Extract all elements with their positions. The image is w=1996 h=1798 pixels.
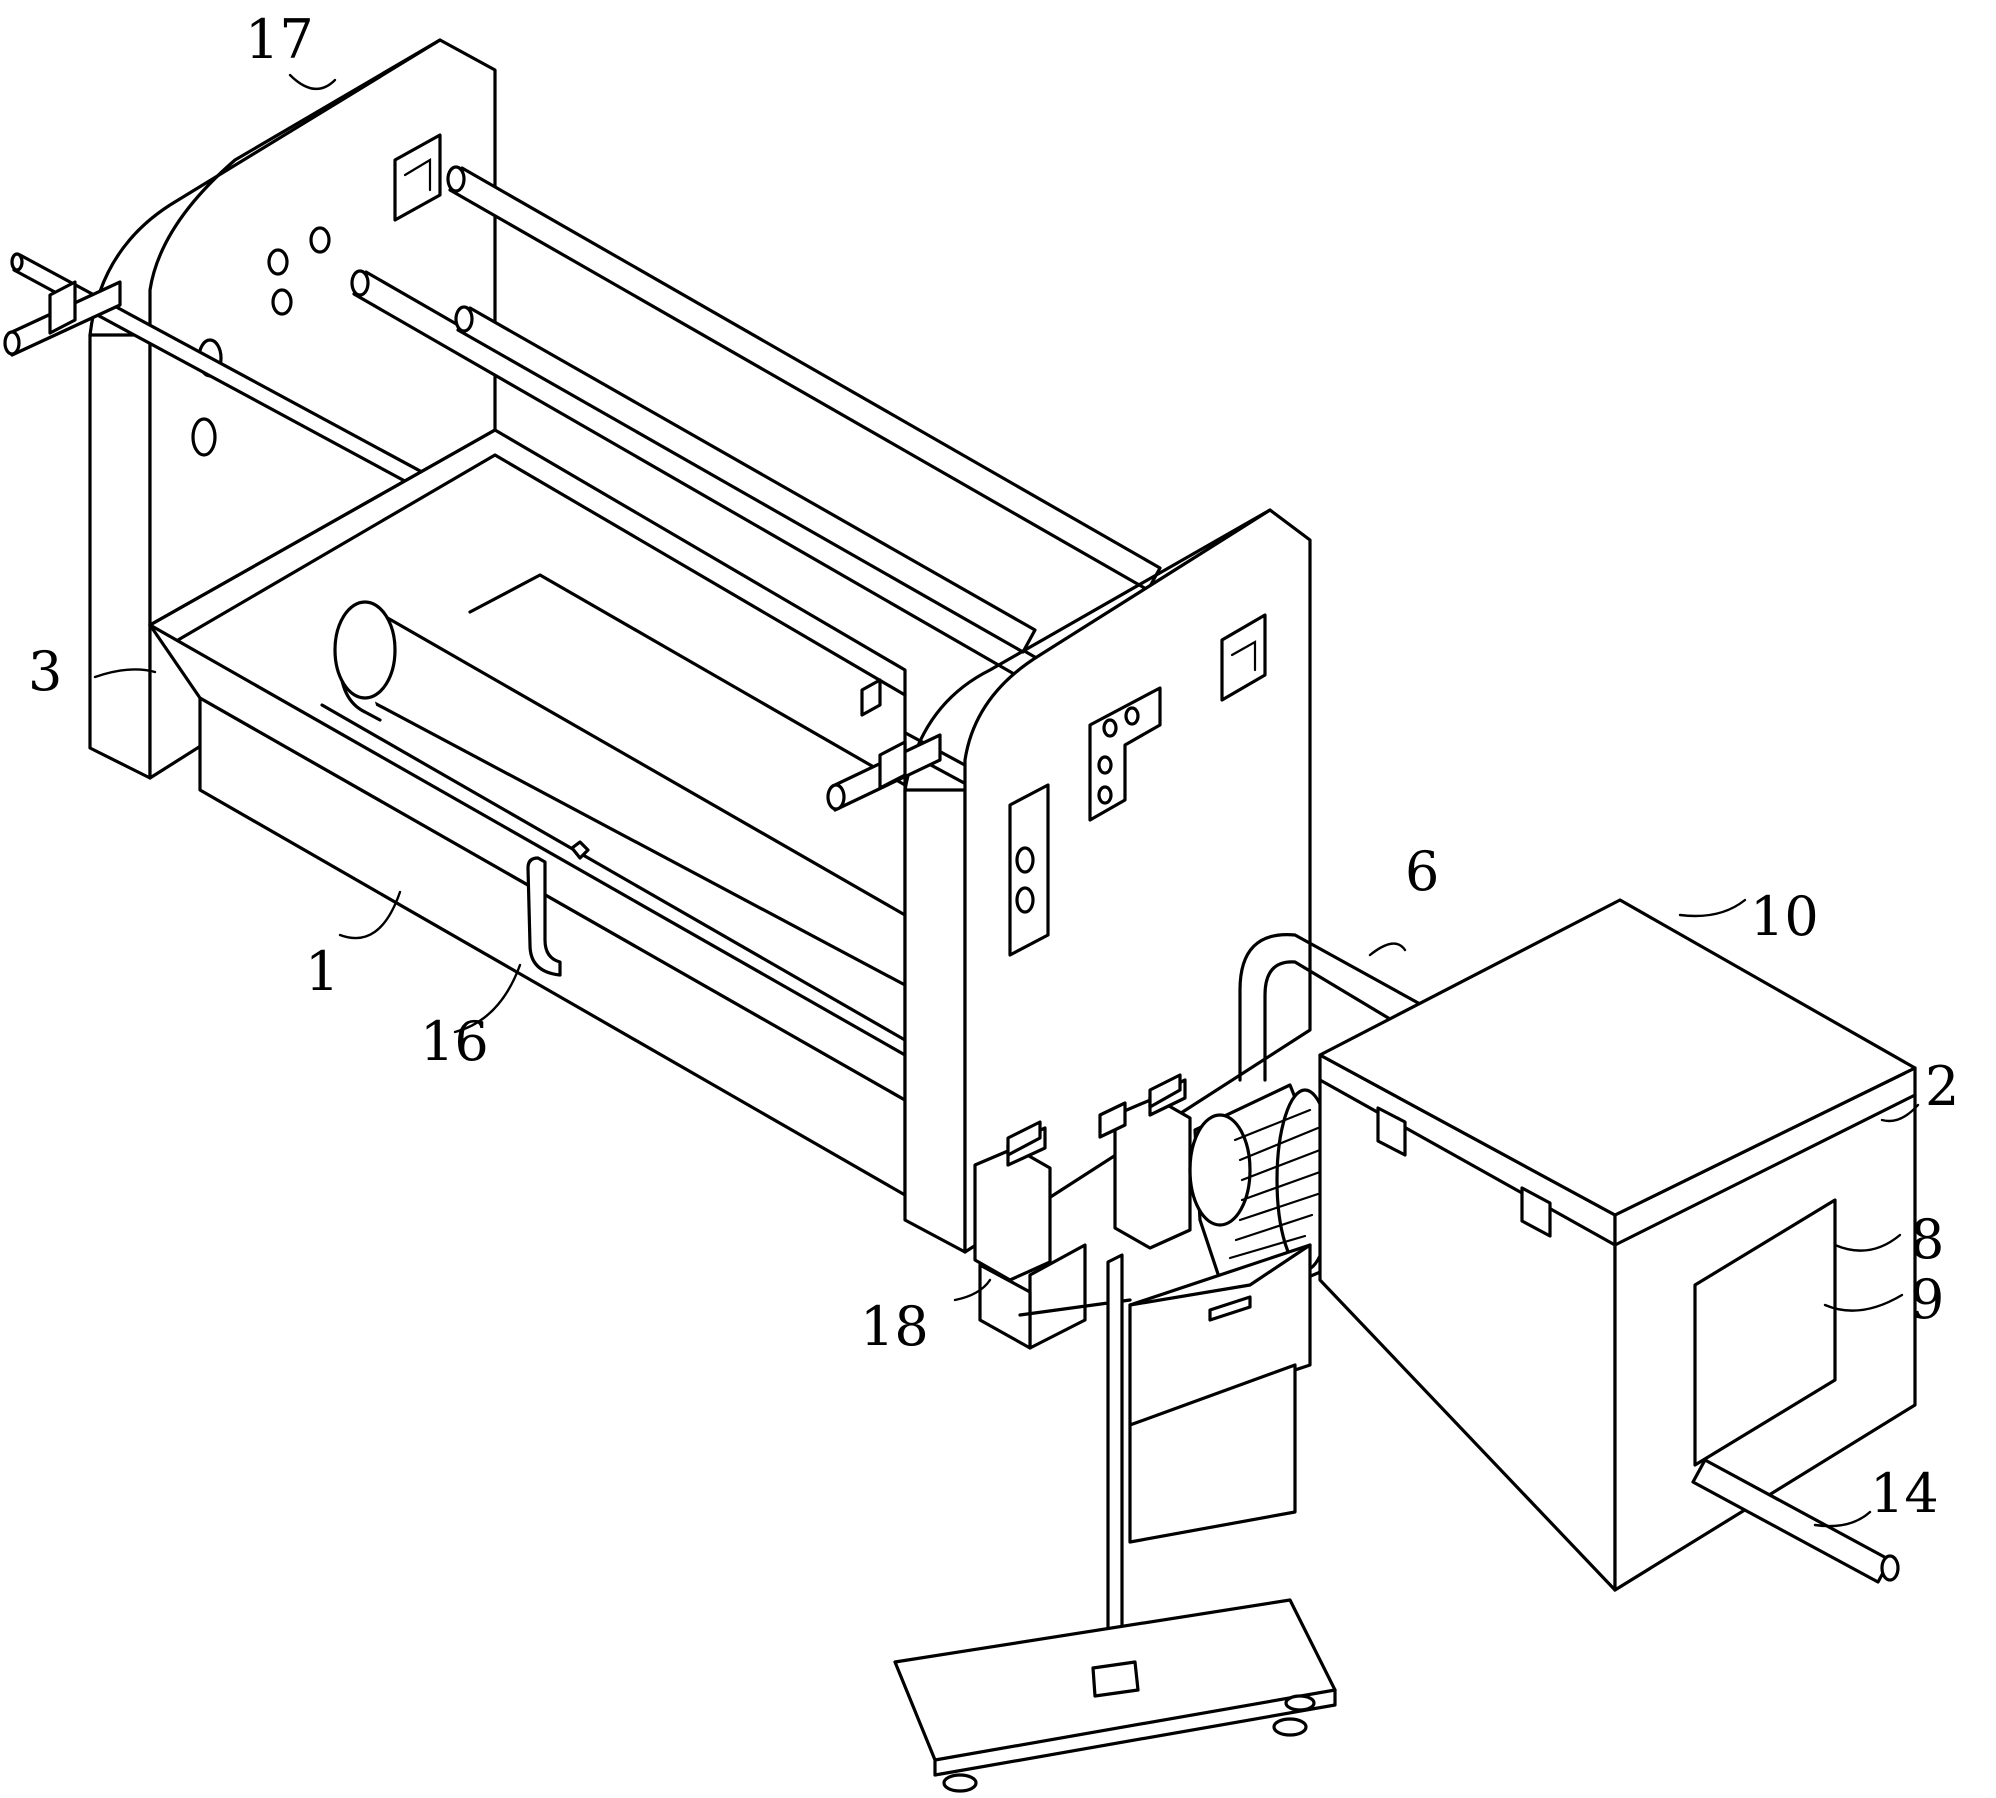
label-8: 8 [1910,1208,1944,1271]
hook [526,840,590,977]
pump-assembly [973,1073,1335,1544]
label-1: 1 [305,940,339,1003]
label-14: 14 [1870,1462,1939,1525]
front-frame-plate [826,508,1312,1254]
label-17: 17 [245,8,314,71]
label-6: 6 [1405,840,1439,903]
label-18: 18 [860,1295,929,1358]
guide-rods [350,165,1162,684]
label-9: 9 [1910,1268,1944,1331]
pipe [1238,933,1442,1082]
label-10: 10 [1750,885,1819,948]
label-3: 3 [28,640,62,703]
roller [333,600,907,987]
stand [893,1253,1337,1793]
reference-numerals: 17 3 1 16 6 10 2 8 9 14 18 [28,8,1959,1525]
cabinet [1318,898,1917,1592]
label-2: 2 [1925,1055,1959,1118]
label-16: 16 [420,1010,489,1073]
leader-lines [93,73,1920,1528]
